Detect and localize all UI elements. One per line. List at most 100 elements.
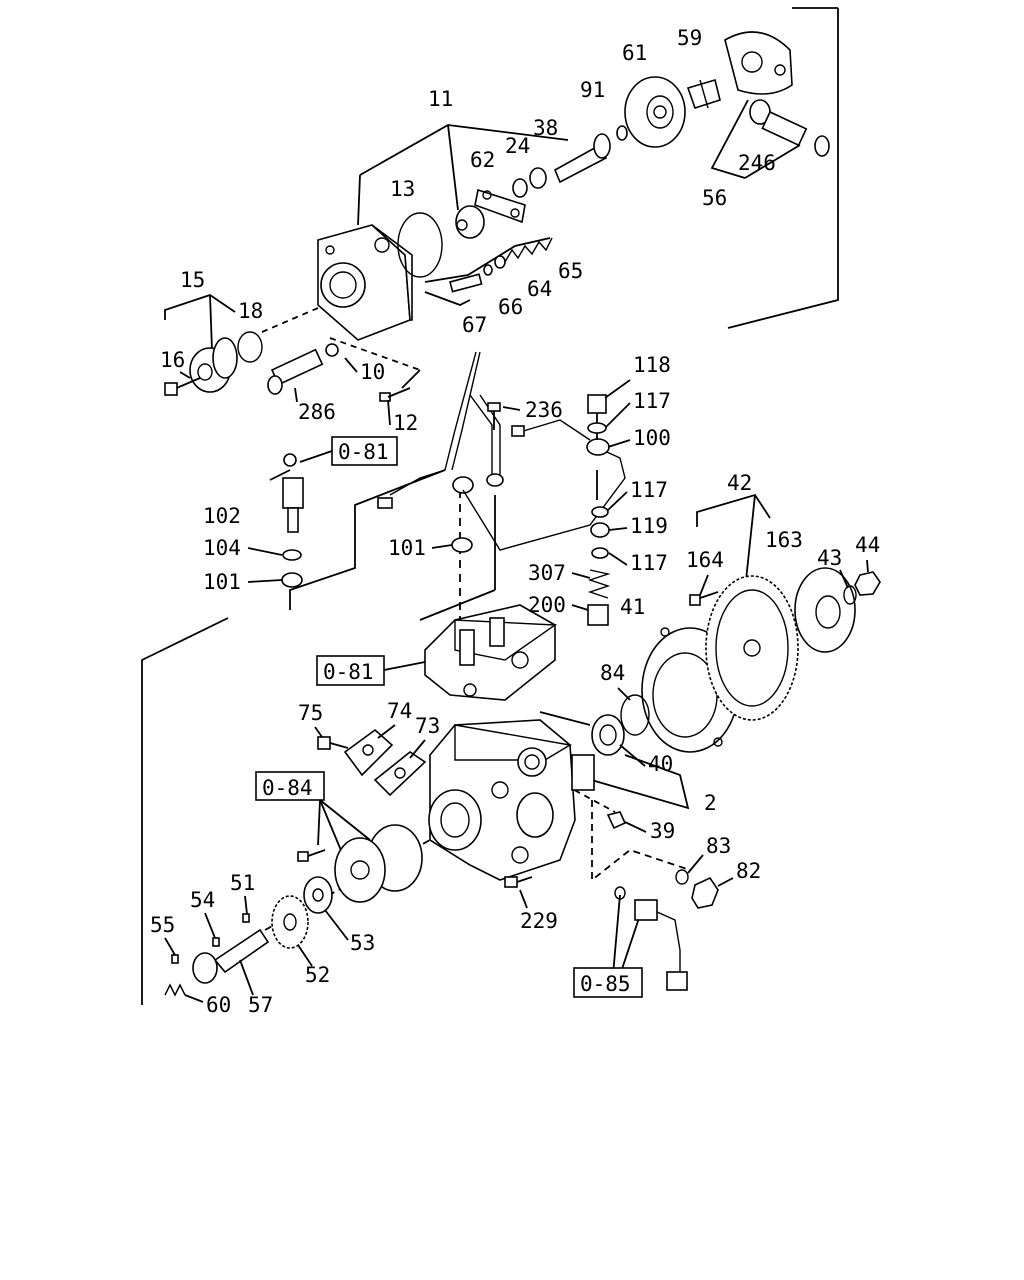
- plug-15: [164, 337, 238, 396]
- callout-236: 236: [525, 398, 563, 422]
- callout-43: 43: [817, 546, 842, 570]
- ref-box-084: 0-84: [255, 771, 325, 801]
- bolt-164: [689, 591, 719, 606]
- callout-18: 18: [238, 299, 263, 323]
- callout-83: 83: [706, 834, 731, 858]
- callout-82: 82: [736, 859, 761, 883]
- leader-lines: [141, 7, 839, 1005]
- gear-52: [271, 895, 309, 949]
- distributor-head: [424, 604, 558, 701]
- plug-82-oring-83: [675, 869, 719, 909]
- washer-43-nut-44: [843, 571, 881, 605]
- callout-2: 2: [704, 791, 717, 815]
- callout-65: 65: [558, 259, 583, 283]
- callout-246: 246: [738, 151, 776, 175]
- callout-307: 307: [528, 561, 566, 585]
- callout-55: 55: [150, 913, 175, 937]
- shaft-91: [553, 125, 628, 184]
- callout-119: 119: [630, 514, 668, 538]
- nut-39: [606, 811, 627, 830]
- callout-62: 62: [470, 148, 495, 172]
- callout-66: 66: [498, 295, 523, 319]
- o-ring-84: [620, 694, 650, 736]
- ref-box-081-mid: 0-81: [316, 655, 426, 686]
- callout-56: 56: [702, 186, 727, 210]
- shaft-57: [192, 928, 270, 984]
- cover-61: [624, 76, 686, 148]
- bracket-62: [474, 188, 526, 224]
- screw-236: [487, 402, 501, 430]
- callout-60: 60: [206, 993, 231, 1017]
- callout-51: 51: [230, 871, 255, 895]
- screw-0-84: [297, 849, 326, 862]
- callout-44: 44: [855, 533, 880, 557]
- callout-118: 118: [633, 353, 671, 377]
- callout-117b: 117: [630, 478, 668, 502]
- callout-16: 16: [160, 348, 185, 372]
- callout-117a: 117: [633, 389, 671, 413]
- callout-163: 163: [765, 528, 803, 552]
- callout-84: 84: [600, 661, 625, 685]
- bolt-12: [379, 387, 411, 402]
- callout-54: 54: [190, 888, 215, 912]
- piston-246: [749, 99, 830, 157]
- callout-64: 64: [527, 277, 552, 301]
- callout-75: 75: [298, 701, 323, 725]
- callout-67: 67: [462, 313, 487, 337]
- ref-label-084: 0-84: [262, 776, 313, 800]
- callout-104: 104: [203, 536, 241, 560]
- washers-24-38: [512, 167, 547, 198]
- callout-leaders: [164, 357, 869, 1003]
- callout-53: 53: [350, 931, 375, 955]
- ref-box-081-top: 0-81: [299, 436, 398, 466]
- washers-104-101: [281, 537, 473, 588]
- ref-box-085: 0-85: [573, 967, 643, 998]
- pin-67: [449, 273, 483, 293]
- housing-top-right: [724, 31, 793, 95]
- callout-286: 286: [298, 400, 336, 424]
- rotor-59: [686, 78, 721, 109]
- gasket-73: [373, 751, 427, 797]
- hub-163: [794, 567, 856, 653]
- bolt-229: [504, 876, 533, 888]
- callout-73: 73: [415, 714, 440, 738]
- cam-bushing-11: [455, 205, 485, 239]
- gear-42: [705, 575, 799, 721]
- o-ring-13: [397, 212, 443, 278]
- callout-24: 24: [505, 134, 530, 158]
- callout-101b: 101: [388, 536, 426, 560]
- callout-11: 11: [428, 87, 453, 111]
- callout-38: 38: [533, 116, 558, 140]
- callout-42: 42: [727, 471, 752, 495]
- callout-91: 91: [580, 78, 605, 102]
- callout-229: 229: [520, 909, 558, 933]
- ref-label-081-top: 0-81: [338, 440, 389, 464]
- plate-74: [343, 728, 394, 777]
- bolt-75: [317, 736, 349, 750]
- callout-52: 52: [305, 963, 330, 987]
- callout-101a: 101: [203, 570, 241, 594]
- callout-200: 200: [528, 593, 566, 617]
- ref-label-081-mid: 0-81: [323, 660, 374, 684]
- callout-59: 59: [677, 26, 702, 50]
- spring-307: [587, 569, 611, 599]
- ref-label-085: 0-85: [580, 972, 631, 996]
- valve-286: [267, 343, 339, 395]
- o-ring-18: [237, 331, 263, 363]
- callout-10: 10: [360, 360, 385, 384]
- callout-39: 39: [650, 819, 675, 843]
- callout-57: 57: [248, 993, 273, 1017]
- keys-51-54-55: [171, 913, 250, 964]
- sensor-102: [269, 453, 304, 533]
- callout-15: 15: [180, 268, 205, 292]
- pump-body: [428, 719, 595, 881]
- callout-117c: 117: [630, 551, 668, 575]
- callout-102: 102: [203, 504, 241, 528]
- callout-13: 13: [390, 177, 415, 201]
- bearing-40: [591, 714, 625, 756]
- valve-200: [587, 604, 609, 626]
- washer-53: [303, 876, 333, 914]
- callout-12: 12: [393, 411, 418, 435]
- head-plate: [317, 224, 413, 341]
